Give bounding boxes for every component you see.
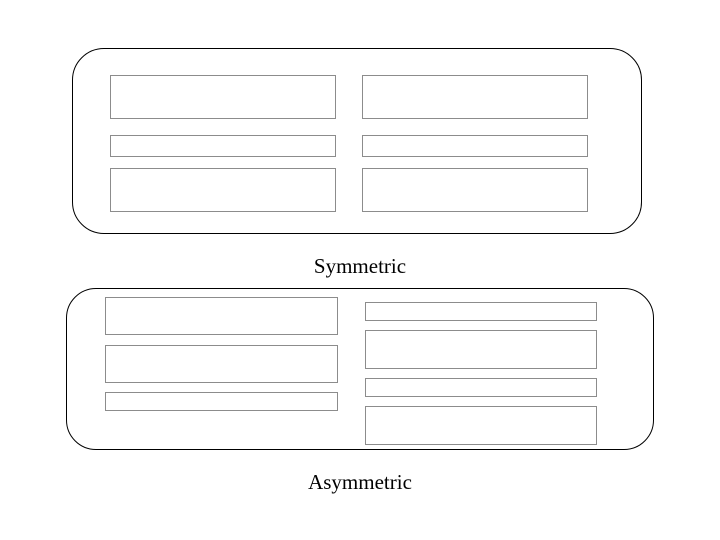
asymmetric-left-bottom-box xyxy=(105,392,338,411)
asymmetric-left-top-box xyxy=(105,297,338,335)
symmetric-right-top-box xyxy=(362,75,588,119)
asymmetric-right-box-1 xyxy=(365,302,597,321)
symmetric-caption: Symmetric xyxy=(313,254,407,278)
asymmetric-caption: Asymmetric xyxy=(308,470,412,494)
asymmetric-right-box-2 xyxy=(365,330,597,369)
symmetric-left-middle-box xyxy=(110,135,336,157)
symmetric-right-bottom-box xyxy=(362,168,588,212)
symmetric-right-middle-box xyxy=(362,135,588,157)
symmetric-left-top-box xyxy=(110,75,336,119)
symmetric-left-bottom-box xyxy=(110,168,336,212)
asymmetric-right-box-3 xyxy=(365,378,597,397)
asymmetric-right-box-4 xyxy=(365,406,597,445)
asymmetric-left-middle-box xyxy=(105,345,338,383)
